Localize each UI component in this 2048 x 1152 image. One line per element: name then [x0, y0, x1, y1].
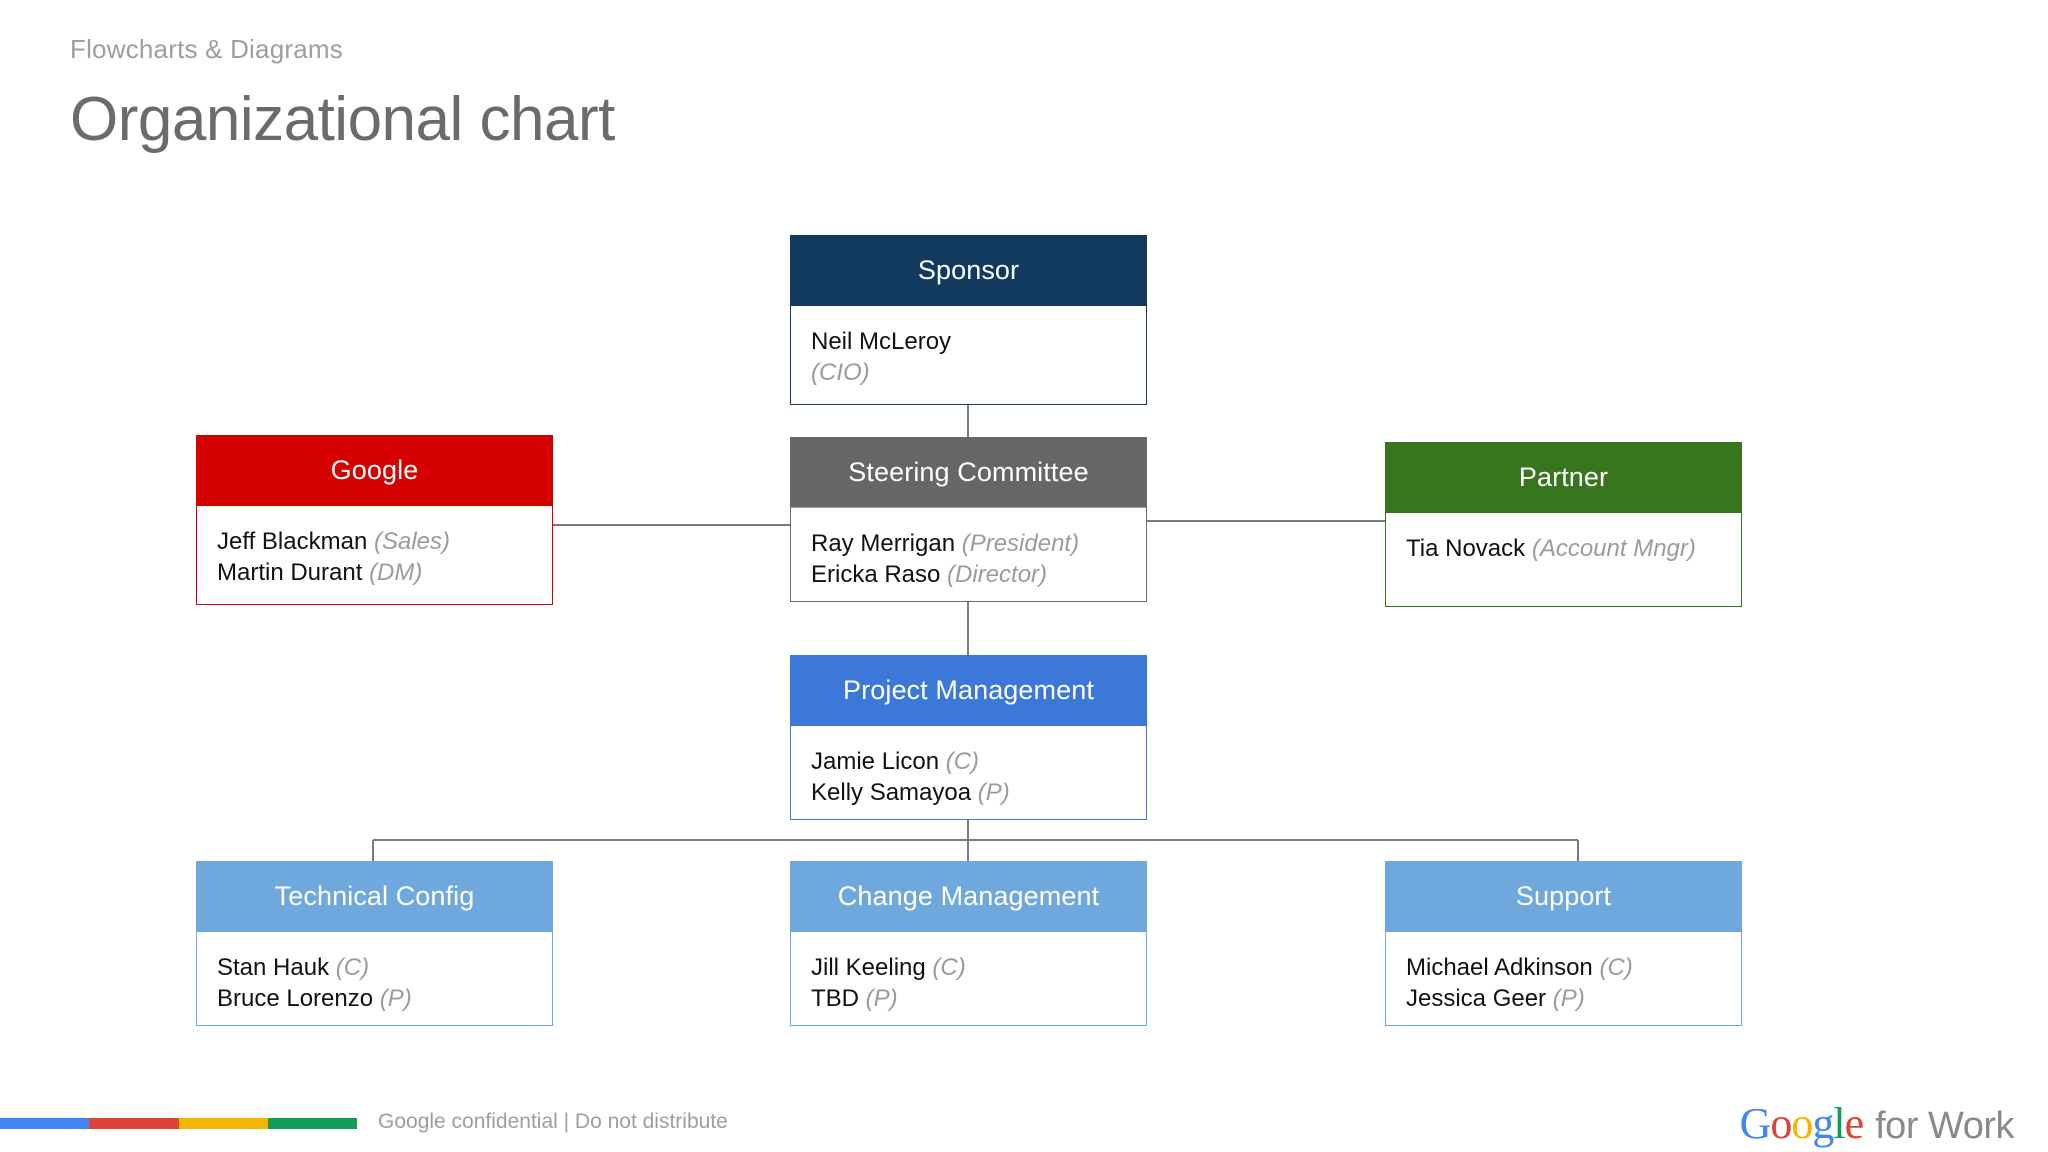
member-row: Jill Keeling (C)	[811, 952, 1126, 983]
google-wordmark: Google	[1739, 1098, 1865, 1149]
member-row: TBD (P)	[811, 983, 1126, 1014]
google-for-work-logo: Google for Work	[1739, 1098, 2015, 1149]
node-sponsor[interactable]: Sponsor Neil McLeroy (CIO)	[790, 235, 1147, 405]
member-role: (C)	[1599, 954, 1633, 981]
node-partner-title: Partner	[1386, 443, 1741, 512]
node-technical-config-title: Technical Config	[197, 862, 552, 931]
node-project-management-body: Jamie Licon (C) Kelly Samayoa (P)	[791, 725, 1146, 819]
node-partner-body: Tia Novack (Account Mngr)	[1386, 512, 1741, 606]
member-role: (P)	[865, 985, 898, 1013]
member-row: Kelly Samayoa (P)	[811, 777, 1126, 808]
google-color-bar	[0, 1118, 357, 1129]
node-partner[interactable]: Partner Tia Novack (Account Mngr)	[1385, 442, 1742, 607]
google-letter: o	[1770, 1099, 1792, 1148]
confidentiality-note: Google confidential | Do not distribute	[378, 1110, 728, 1133]
google-letter: e	[1844, 1099, 1865, 1148]
node-support[interactable]: Support Michael Adkinson (C) Jessica Gee…	[1385, 861, 1742, 1026]
member-role: (President)	[961, 530, 1080, 557]
member-name: Bruce Lorenzo	[217, 985, 374, 1013]
member-role: (C)	[932, 954, 966, 981]
node-technical-config[interactable]: Technical Config Stan Hauk (C) Bruce Lor…	[196, 861, 553, 1026]
node-technical-config-body: Stan Hauk (C) Bruce Lorenzo (P)	[197, 931, 552, 1025]
member-name: Ericka Raso	[811, 561, 941, 589]
node-support-body: Michael Adkinson (C) Jessica Geer (P)	[1386, 931, 1741, 1025]
member-row: Tia Novack (Account Mngr)	[1406, 533, 1721, 564]
member-row: Ray Merrigan (President)	[811, 528, 1126, 559]
google-letter: G	[1739, 1099, 1772, 1148]
node-google[interactable]: Google Jeff Blackman (Sales) Martin Dura…	[196, 435, 553, 605]
member-role: (Director)	[947, 561, 1048, 589]
member-name: Ray Merrigan	[811, 530, 956, 557]
member-row: Jamie Licon (C)	[811, 746, 1126, 777]
member-name: Michael Adkinson	[1406, 954, 1593, 981]
node-change-management-body: Jill Keeling (C) TBD (P)	[791, 931, 1146, 1025]
member-name: Stan Hauk	[217, 954, 330, 981]
for-work-label: for Work	[1875, 1105, 2014, 1147]
member-role: (C)	[335, 954, 370, 981]
member-role: (CIO)	[811, 359, 870, 387]
node-project-management-title: Project Management	[791, 656, 1146, 725]
slide-header: Flowcharts & Diagrams Organizational cha…	[70, 34, 1470, 159]
member-row: Bruce Lorenzo (P)	[217, 983, 532, 1014]
node-change-management[interactable]: Change Management Jill Keeling (C) TBD (…	[790, 861, 1147, 1026]
member-role: (Account Mngr)	[1531, 535, 1696, 562]
node-steering-committee[interactable]: Steering Committee Ray Merrigan (Preside…	[790, 437, 1147, 602]
member-name: TBD	[811, 985, 859, 1013]
node-project-management[interactable]: Project Management Jamie Licon (C) Kelly…	[790, 655, 1147, 820]
member-name: Neil McLeroy	[811, 328, 952, 355]
node-support-title: Support	[1386, 862, 1741, 931]
node-change-management-title: Change Management	[791, 862, 1146, 931]
member-row: Michael Adkinson (C)	[1406, 952, 1721, 983]
google-letter: g	[1812, 1099, 1834, 1148]
member-role: (DM)	[369, 559, 423, 587]
slide-eyebrow: Flowcharts & Diagrams	[70, 34, 343, 64]
color-bar-segment-blue	[0, 1118, 90, 1129]
color-bar-segment-green	[267, 1118, 357, 1129]
member-name: Jamie Licon	[811, 748, 940, 775]
color-bar-segment-yellow	[178, 1118, 268, 1129]
google-letter: l	[1833, 1099, 1845, 1148]
member-role: (P)	[379, 985, 412, 1013]
page-title: Organizational chart	[70, 85, 615, 155]
member-name: Jessica Geer	[1406, 985, 1547, 1013]
member-name: Kelly Samayoa	[811, 779, 972, 807]
member-name: Martin Durant	[217, 559, 363, 587]
member-name: Tia Novack	[1406, 535, 1526, 562]
node-google-title: Google	[197, 436, 552, 505]
member-role: (P)	[1552, 985, 1585, 1013]
node-sponsor-title: Sponsor	[791, 236, 1146, 305]
member-role: (P)	[977, 779, 1010, 807]
node-steering-committee-body: Ray Merrigan (President) Ericka Raso (Di…	[791, 507, 1146, 601]
node-google-body: Jeff Blackman (Sales) Martin Durant (DM)	[197, 505, 552, 604]
member-row: Ericka Raso (Director)	[811, 559, 1126, 590]
color-bar-segment-red	[89, 1118, 179, 1129]
google-letter: o	[1791, 1099, 1813, 1148]
node-steering-committee-title: Steering Committee	[791, 438, 1146, 507]
member-row: Neil McLeroy	[811, 326, 1126, 357]
member-name: Jeff Blackman	[217, 528, 368, 555]
member-row: Martin Durant (DM)	[217, 557, 532, 588]
member-role: (C)	[945, 748, 980, 775]
member-name: Jill Keeling	[811, 954, 926, 981]
member-row: (CIO)	[811, 357, 1126, 388]
member-row: Stan Hauk (C)	[217, 952, 532, 983]
member-row: Jeff Blackman (Sales)	[217, 526, 532, 557]
member-role: (Sales)	[373, 528, 450, 555]
node-sponsor-body: Neil McLeroy (CIO)	[791, 305, 1146, 404]
member-row: Jessica Geer (P)	[1406, 983, 1721, 1014]
